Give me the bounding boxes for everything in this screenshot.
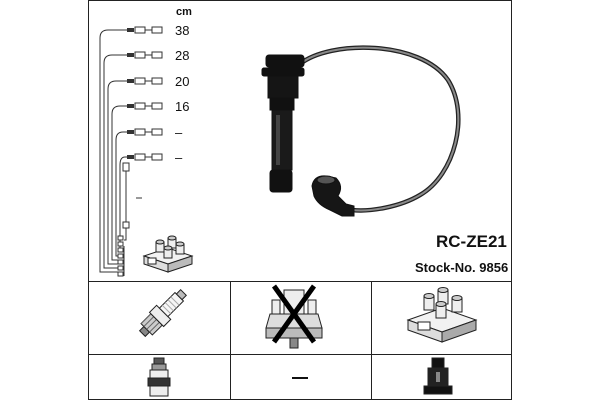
bottom-table-grid xyxy=(88,281,512,400)
wire-connector-row-1 xyxy=(127,26,163,34)
wire-connector-row-2 xyxy=(127,51,163,59)
wire-connector-row-5 xyxy=(127,128,163,136)
spark-plug-boot xyxy=(261,54,305,193)
stock-number: Stock-No. 9856 xyxy=(415,260,509,275)
wire-connector-row-6 xyxy=(127,153,163,161)
coil-connector-icon xyxy=(423,357,453,395)
part-number: RC-ZE21 xyxy=(436,232,507,251)
length-row-3: 20 xyxy=(175,74,190,89)
wire-connectors xyxy=(117,26,163,277)
ignition-lead-illustration xyxy=(261,45,461,217)
ignition-coil-icon xyxy=(406,287,478,343)
spark-plug-icon xyxy=(138,289,187,338)
length-row-6: – xyxy=(175,150,183,165)
length-row-5: – xyxy=(175,125,183,140)
length-unit-label: cm xyxy=(176,6,192,18)
coil-pack-small-icon xyxy=(142,235,194,273)
length-row-1: 38 xyxy=(175,23,190,38)
plug-connector-icon xyxy=(147,357,171,397)
wire-set-legend xyxy=(99,29,127,276)
distributor-boot xyxy=(311,175,355,217)
wire-connector-row-4 xyxy=(127,102,163,110)
length-row-2: 28 xyxy=(175,48,190,63)
distributor-cap-crossed-icon xyxy=(265,284,323,349)
length-row-4: 16 xyxy=(175,99,190,114)
wire-connector-row-3 xyxy=(127,77,163,85)
